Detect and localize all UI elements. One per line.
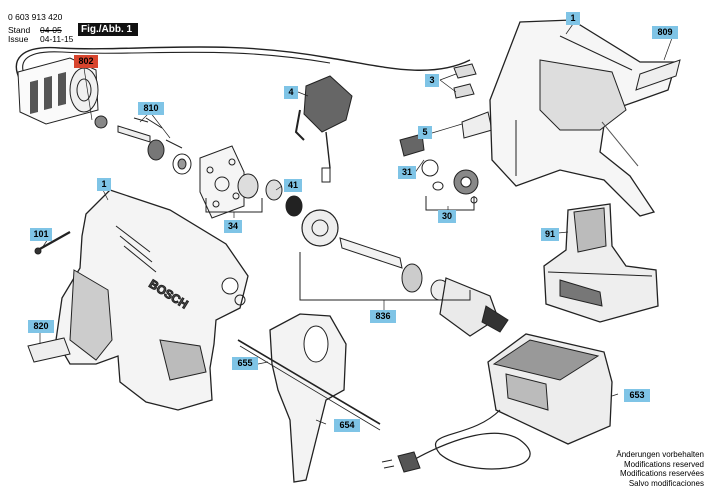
part-tag-802: 802 [74,55,98,68]
part-tag-820: 820 [28,320,54,333]
auxiliary-handle-654 [237,313,381,483]
part-tag-655: 655 [232,357,258,370]
part-tag-91: 91 [541,228,559,241]
part-tag-5: 5 [418,126,432,139]
part-tag-836: 836 [370,310,396,323]
gear-plate [199,145,303,219]
plug [397,451,421,473]
stand-label: Stand [8,25,31,35]
housing-half-left [55,189,249,411]
part-tag-810: 810 [138,102,164,115]
part-tag-34: 34 [224,220,242,233]
battery-91 [543,203,659,323]
part-tag-3: 3 [425,74,439,87]
part-tag-101: 101 [30,228,52,241]
gear-spindle-836 [299,209,509,337]
small-parts [399,63,493,211]
charger-cable [409,409,531,470]
motor-drawing [17,57,108,129]
part-tag-654: 654 [334,419,360,432]
switch-4 [294,75,353,183]
part-tag-653: 653 [624,389,650,402]
charger-653 [487,333,613,445]
spindle-parts-810 [117,117,192,175]
footer-line-de: Änderungen vorbehalten [616,450,704,459]
part-tag-30: 30 [438,210,456,223]
part-tag-809: 809 [652,26,678,39]
part-tag-31: 31 [398,166,416,179]
part-tag-4: 4 [284,86,298,99]
part-tag-1-right: 1 [566,12,580,25]
issue-label: Issue [8,34,29,44]
part-tag-1-left: 1 [97,178,111,191]
housing-half-right [489,19,677,217]
label-plate-820 [27,337,71,363]
issue-date: 04-11-15 [40,34,74,44]
footer-line-fr: Modifications reservées [619,469,704,478]
stand-date: 04-05 [40,25,62,35]
footer-line-en: Modifications reserved [623,459,704,469]
motor-wire [15,46,471,81]
footer-line-es: Salvo modificaciones [628,478,704,488]
part-tag-41: 41 [284,179,302,192]
label-plate-809 [635,59,681,91]
screw-101 [37,231,71,251]
document-number: 0 603 913 420 [8,12,63,22]
figure-label: Fig./Abb. 1 [78,23,138,36]
